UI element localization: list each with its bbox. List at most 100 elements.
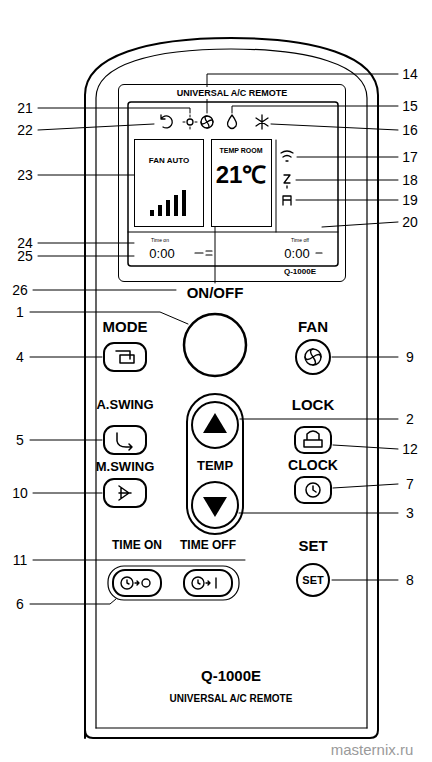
heat-mode-icon <box>187 119 193 125</box>
leader-line <box>271 124 398 130</box>
callout-number: 21 <box>17 100 33 116</box>
fan-button <box>296 340 330 374</box>
lock-icon <box>283 196 291 205</box>
node-heading: FAN AUTO <box>149 156 189 166</box>
node-heading: SET <box>302 574 323 587</box>
leader-line <box>38 175 134 176</box>
leader-line <box>30 599 116 604</box>
leader-line <box>33 493 102 494</box>
clock-icon <box>306 483 320 497</box>
callout-number: 9 <box>406 349 414 365</box>
callout-number: 3 <box>406 505 414 521</box>
auto-mode-icon <box>161 115 172 128</box>
node-value: 21℃ <box>216 161 267 189</box>
node-heading: UNIVERSAL A/C REMOTE <box>174 87 291 99</box>
leader-line <box>322 222 398 227</box>
temp-down-button <box>192 482 238 528</box>
leader-line <box>333 484 398 488</box>
sleep-icon <box>284 175 290 188</box>
fan-mode-icon <box>201 116 213 128</box>
clock-icon <box>313 486 316 492</box>
lcd-screen <box>128 102 338 266</box>
callout-number: 1 <box>16 304 24 320</box>
lock-icon <box>304 431 322 447</box>
callout-number: 12 <box>402 441 418 457</box>
timer-off-icon <box>192 577 216 589</box>
leader-lines <box>30 74 398 604</box>
callout-number: 19 <box>402 192 418 208</box>
leader-line <box>297 157 398 158</box>
temp-rocker <box>187 394 243 534</box>
watermark: masternix.ru <box>331 741 414 758</box>
button-label: SET <box>298 537 327 554</box>
leader-line <box>240 419 398 420</box>
set-button: SET <box>296 563 330 597</box>
auto-swing-button <box>104 426 146 454</box>
body-side-strip <box>96 49 367 728</box>
leader-line <box>332 357 398 358</box>
cool-mode-icon <box>256 115 268 129</box>
lcd-divider <box>276 140 277 232</box>
callout-number: 10 <box>12 485 28 501</box>
callout-number: 17 <box>402 149 418 165</box>
callout-number: 7 <box>406 476 414 492</box>
leader-line <box>333 445 398 449</box>
leader-line <box>30 440 102 441</box>
leader-line <box>239 513 398 514</box>
temp-panel: TEMP ROOM 21℃ <box>211 139 272 227</box>
button-label: TIME OFF <box>180 539 236 553</box>
dry-mode-icon <box>228 115 237 129</box>
callout-number: 18 <box>402 172 418 188</box>
leader-line <box>33 290 176 291</box>
heat-mode-icon <box>183 115 197 129</box>
leader-line <box>296 200 398 201</box>
fan-icon <box>305 349 321 365</box>
timer-digits: 0:00 <box>149 247 174 262</box>
leader-line <box>30 357 102 358</box>
callout-number: 23 <box>17 167 33 183</box>
mode-button <box>104 343 146 371</box>
button-label: LOCK <box>292 396 335 413</box>
timer-digits: 0:00 <box>284 247 309 262</box>
body-bottom-line <box>96 727 367 728</box>
leader-line <box>33 560 245 561</box>
manual-swing-button <box>104 479 146 507</box>
fan-panel: FAN AUTO <box>134 139 204 227</box>
button-label: TIME ON <box>112 539 162 553</box>
lcd-divider <box>128 232 338 233</box>
callout-number: 11 <box>13 552 28 568</box>
remote-body <box>85 38 378 738</box>
callout-number: 5 <box>16 432 24 448</box>
leader-line <box>38 108 190 113</box>
callout-number: 22 <box>17 122 33 138</box>
callout-number: 15 <box>402 98 418 114</box>
timer-on-button <box>113 570 161 596</box>
mode-icon <box>116 351 134 363</box>
leader-line <box>38 124 154 130</box>
node-heading: TEMP ROOM <box>219 146 262 155</box>
swing-icon <box>281 151 293 161</box>
lock-button <box>295 427 331 453</box>
callout-number: 26 <box>12 282 28 298</box>
button-label: A.SWING <box>96 398 153 413</box>
model-name: Q-1000E <box>284 267 316 276</box>
product-name: UNIVERSAL A/C REMOTE <box>170 693 293 705</box>
leader-line <box>38 256 134 257</box>
timer-on-icon <box>121 577 150 589</box>
fan-speed-bars <box>150 190 186 216</box>
callout-number: 2 <box>406 411 414 427</box>
leader-line <box>296 180 398 181</box>
timer-off-button <box>184 570 232 596</box>
callout-number: 25 <box>17 248 33 264</box>
manual-swing-icon <box>119 486 131 500</box>
button-label: MODE <box>103 318 148 335</box>
callout-number: 16 <box>402 122 418 138</box>
button-label: M.SWING <box>96 460 155 475</box>
callout-number: 14 <box>402 66 418 82</box>
callout-number: 20 <box>402 214 418 230</box>
model-name: Q-1000E <box>201 667 261 684</box>
button-label: FAN <box>298 318 328 335</box>
